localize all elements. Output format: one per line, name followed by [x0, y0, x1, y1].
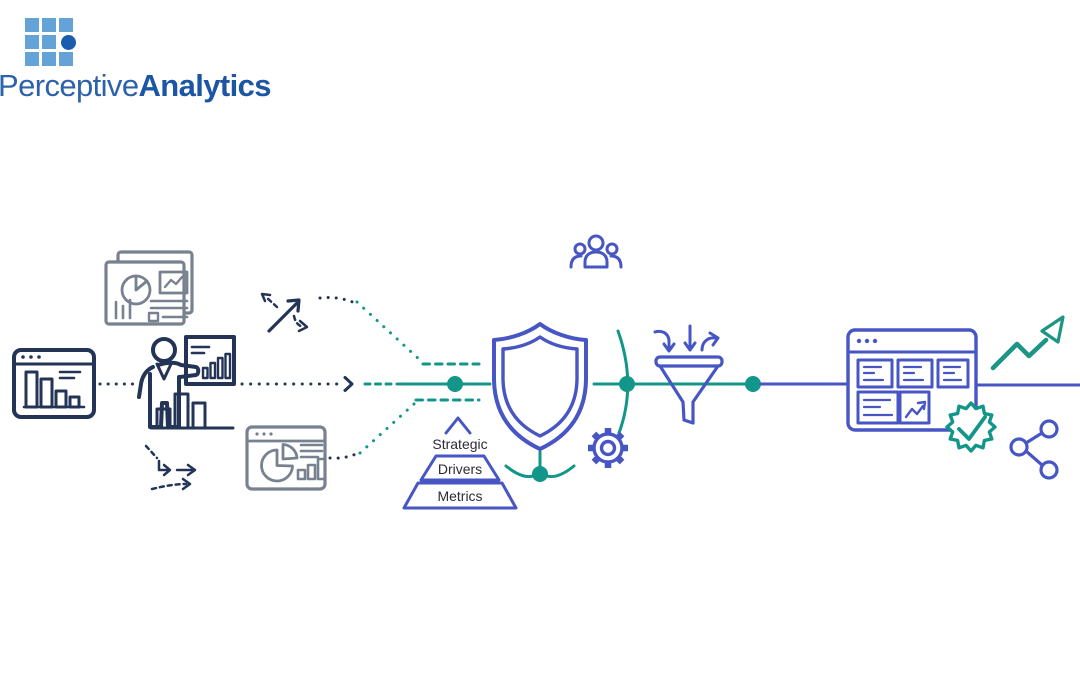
funnel-icon	[653, 324, 724, 425]
share-icon	[1009, 419, 1059, 480]
logo-dot-icon	[61, 34, 76, 50]
logo-text-perceptive: Perceptive	[0, 68, 139, 103]
reports-stack-icon	[104, 250, 194, 326]
pyramid-icon	[402, 416, 518, 510]
logo-grid-icon	[0, 0, 90, 70]
logo-wordmark: PerceptiveAnalytics	[0, 68, 272, 104]
pie-report-icon	[245, 425, 327, 491]
dashboard-window-icon	[12, 348, 96, 419]
flow-node-left	[447, 376, 463, 392]
flow-connector-left	[98, 296, 358, 460]
shield-node	[532, 466, 548, 482]
flow-connector-right	[759, 382, 1080, 387]
shield-icon	[492, 322, 588, 451]
logo-text-analytics: Analytics	[138, 68, 271, 103]
growth-arrows-icon	[260, 292, 309, 333]
trend-up-arrow-icon	[990, 315, 1065, 371]
shuffle-arrows-icon	[144, 444, 197, 491]
flow-node-funnel-left	[619, 376, 635, 392]
gear-icon	[588, 428, 628, 468]
pyramid-label-metrics: Metrics	[437, 488, 483, 504]
pyramid-label-drivers: Drivers	[437, 461, 483, 477]
perceptive-analytics-logo: PerceptiveAnalytics	[0, 0, 280, 110]
flow-node-funnel-right	[745, 376, 761, 392]
verified-badge-icon	[945, 401, 997, 453]
pyramid-label-strategic: Strategic	[432, 436, 488, 452]
dashboard-app-icon	[846, 328, 978, 432]
converging-connectors	[355, 300, 492, 455]
shield-node-connector	[504, 450, 576, 478]
people-icon	[569, 234, 623, 269]
presenter-icon	[137, 335, 236, 430]
